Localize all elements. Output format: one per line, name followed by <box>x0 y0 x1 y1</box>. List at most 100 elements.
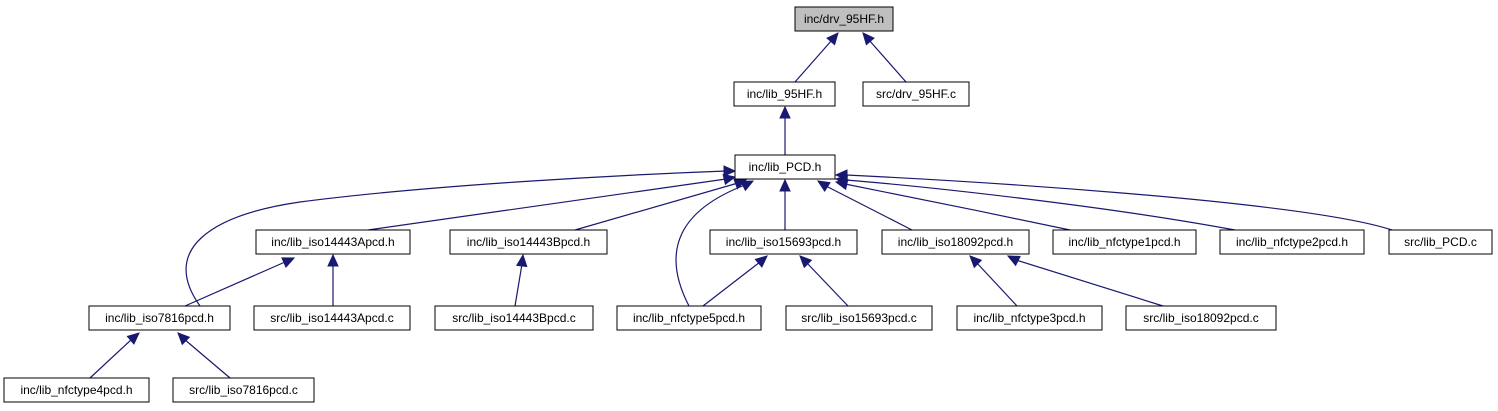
node-label: inc/lib_nfctype5pcd.h <box>633 311 745 325</box>
node-label: inc/lib_iso14443Bpcd.h <box>467 235 590 249</box>
nodes-layer: inc/drv_95HF.h inc/lib_95HF.h src/drv_95… <box>3 6 1493 403</box>
node-box <box>862 81 970 107</box>
edge-line <box>975 261 1018 307</box>
node-label: inc/drv_95HF.h <box>804 12 884 26</box>
edge-nfctype5-h-to-lib-pcd-h <box>675 180 755 307</box>
node-label: src/lib_iso18092pcd.c <box>1143 311 1258 325</box>
edge-nfctype4-h-to-iso7816-h <box>89 332 140 379</box>
edge-arrowhead <box>826 32 839 46</box>
edge-line <box>185 170 727 307</box>
edge-arrowhead <box>722 173 737 186</box>
edge-arrowhead <box>1006 255 1021 267</box>
edges-layer <box>89 32 1393 379</box>
edge-lib-pcd-h-to-lib-95hf-h <box>779 105 791 155</box>
edge-arrowhead <box>779 105 791 119</box>
node-box <box>956 305 1103 331</box>
node-label: inc/lib_nfctype1pcd.h <box>1068 235 1180 249</box>
edge-arrowhead <box>515 253 528 268</box>
edge-lib-95hf-h-to-drv-95hf-h <box>794 32 839 83</box>
edge-iso14443a-h-to-lib-pcd-h <box>367 173 737 231</box>
edge-arrowhead <box>126 332 140 345</box>
node-iso18092-c[interactable]: src/lib_iso18092pcd.c <box>1125 305 1277 331</box>
node-nfctype3-h[interactable]: inc/lib_nfctype3pcd.h <box>956 305 1103 331</box>
node-box <box>734 154 836 180</box>
node-nfctype4-h[interactable]: inc/lib_nfctype4pcd.h <box>3 377 150 403</box>
edge-iso18092-c-to-iso18092-h <box>1006 255 1164 307</box>
node-box <box>255 229 411 255</box>
node-box <box>172 377 315 403</box>
node-label: inc/lib_iso7816pcd.h <box>105 311 214 325</box>
edge-line <box>89 338 133 379</box>
node-box <box>1125 305 1277 331</box>
node-label: inc/lib_iso14443Apcd.h <box>271 235 394 249</box>
node-label: src/lib_iso14443Bpcd.c <box>452 311 575 325</box>
edge-line <box>184 261 286 307</box>
edge-arrowhead <box>281 257 296 268</box>
node-label: src/lib_iso15693pcd.c <box>801 311 916 325</box>
node-box <box>1052 229 1197 255</box>
node-box <box>785 305 933 331</box>
edge-iso18092-h-to-lib-pcd-h <box>816 180 913 231</box>
node-label: inc/lib_iso15693pcd.h <box>726 235 841 249</box>
edge-line <box>825 185 913 231</box>
edge-iso7816-h-to-lib-pcd-h <box>185 165 737 307</box>
edge-nfctype5-h-to-iso15693-h <box>702 255 768 307</box>
edge-line <box>367 178 727 231</box>
node-lib-pcd-c[interactable]: src/lib_PCD.c <box>1388 229 1493 255</box>
edge-line <box>675 184 746 307</box>
node-drv-95hf-h[interactable]: inc/drv_95HF.h <box>794 6 894 32</box>
edge-iso14443b-c-to-iso14443b-h <box>514 253 528 307</box>
node-box <box>1388 229 1493 255</box>
edge-iso14443b-h-to-lib-pcd-h <box>574 178 748 231</box>
edge-line <box>845 179 1236 231</box>
edge-arrowhead <box>327 253 339 267</box>
node-iso14443a-h[interactable]: inc/lib_iso14443Apcd.h <box>255 229 411 255</box>
node-iso15693-h[interactable]: inc/lib_iso15693pcd.h <box>709 229 858 255</box>
edge-arrowhead <box>799 255 813 269</box>
node-box <box>3 377 150 403</box>
node-iso14443b-c[interactable]: src/lib_iso14443Bpcd.c <box>434 305 594 331</box>
edge-line <box>844 183 1071 231</box>
node-lib-pcd-h[interactable]: inc/lib_PCD.h <box>734 154 836 180</box>
node-nfctype5-h[interactable]: inc/lib_nfctype5pcd.h <box>616 305 762 331</box>
edge-arrowhead <box>177 332 191 346</box>
node-label: src/lib_PCD.c <box>1404 235 1477 249</box>
edge-arrowhead <box>779 178 791 192</box>
edge-iso15693-c-to-iso15693-h <box>799 255 849 307</box>
edge-iso7816-h-to-iso14443a-h <box>184 257 296 307</box>
node-iso18092-h[interactable]: inc/lib_iso18092pcd.h <box>881 229 1030 255</box>
node-label: inc/lib_PCD.h <box>749 160 822 174</box>
node-label: inc/lib_iso18092pcd.h <box>898 235 1013 249</box>
edge-iso7816-c-to-iso7816-h <box>177 332 231 379</box>
node-label: inc/lib_nfctype4pcd.h <box>20 383 132 397</box>
edge-line <box>574 182 739 231</box>
node-label: inc/lib_95HF.h <box>747 87 822 101</box>
node-iso7816-c[interactable]: src/lib_iso7816pcd.c <box>172 377 315 403</box>
node-iso15693-c[interactable]: src/lib_iso15693pcd.c <box>785 305 933 331</box>
node-box <box>881 229 1030 255</box>
node-iso7816-h[interactable]: inc/lib_iso7816pcd.h <box>88 305 231 331</box>
edge-arrowhead <box>816 180 831 192</box>
node-nfctype1-h[interactable]: inc/lib_nfctype1pcd.h <box>1052 229 1197 255</box>
edge-nfctype1-h-to-lib-pcd-h <box>834 178 1071 231</box>
node-box <box>253 305 411 331</box>
node-box <box>434 305 594 331</box>
edge-lib-pcd-c-to-lib-pcd-h <box>834 169 1393 231</box>
node-iso14443a-c[interactable]: src/lib_iso14443Apcd.c <box>253 305 411 331</box>
edge-line <box>805 261 849 307</box>
node-label: src/drv_95HF.c <box>876 87 956 101</box>
node-box <box>449 229 608 255</box>
node-nfctype2-h[interactable]: inc/lib_nfctype2pcd.h <box>1219 229 1365 255</box>
node-drv-95hf-c[interactable]: src/drv_95HF.c <box>862 81 970 107</box>
edge-arrowhead <box>969 255 983 269</box>
edge-line <box>702 261 761 307</box>
edge-line <box>845 174 1393 231</box>
node-lib-95hf-h[interactable]: inc/lib_95HF.h <box>733 81 836 107</box>
edge-drv-95hf-c-to-drv-95hf-h <box>862 32 907 83</box>
node-iso14443b-h[interactable]: inc/lib_iso14443Bpcd.h <box>449 229 608 255</box>
node-box <box>733 81 836 107</box>
edge-iso14443a-c-to-iso14443a-h <box>327 253 339 306</box>
node-label: src/lib_iso7816pcd.c <box>189 383 298 397</box>
edge-line <box>868 39 907 83</box>
